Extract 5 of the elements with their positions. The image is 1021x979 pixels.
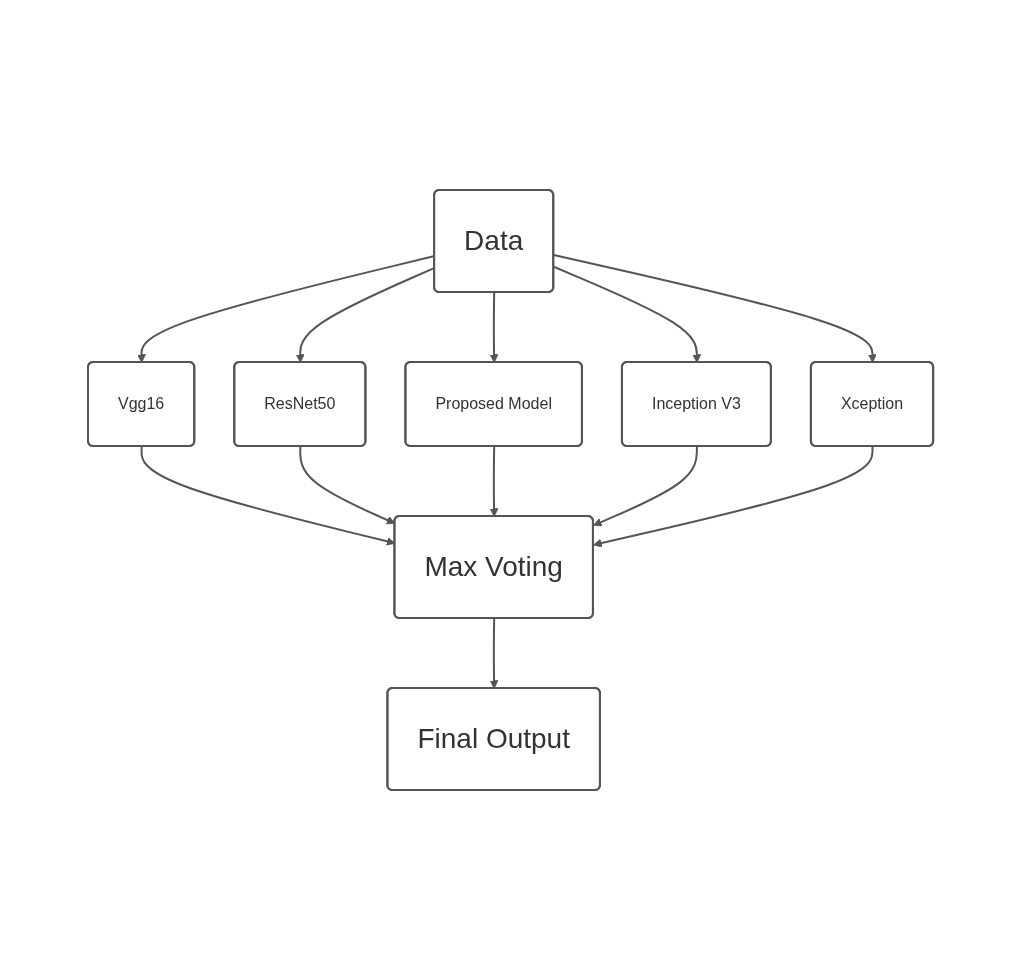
arrow — [489, 445, 499, 517]
arrow — [592, 445, 874, 547]
arrow — [489, 291, 499, 363]
arrow — [489, 617, 499, 689]
arrow — [592, 445, 698, 526]
